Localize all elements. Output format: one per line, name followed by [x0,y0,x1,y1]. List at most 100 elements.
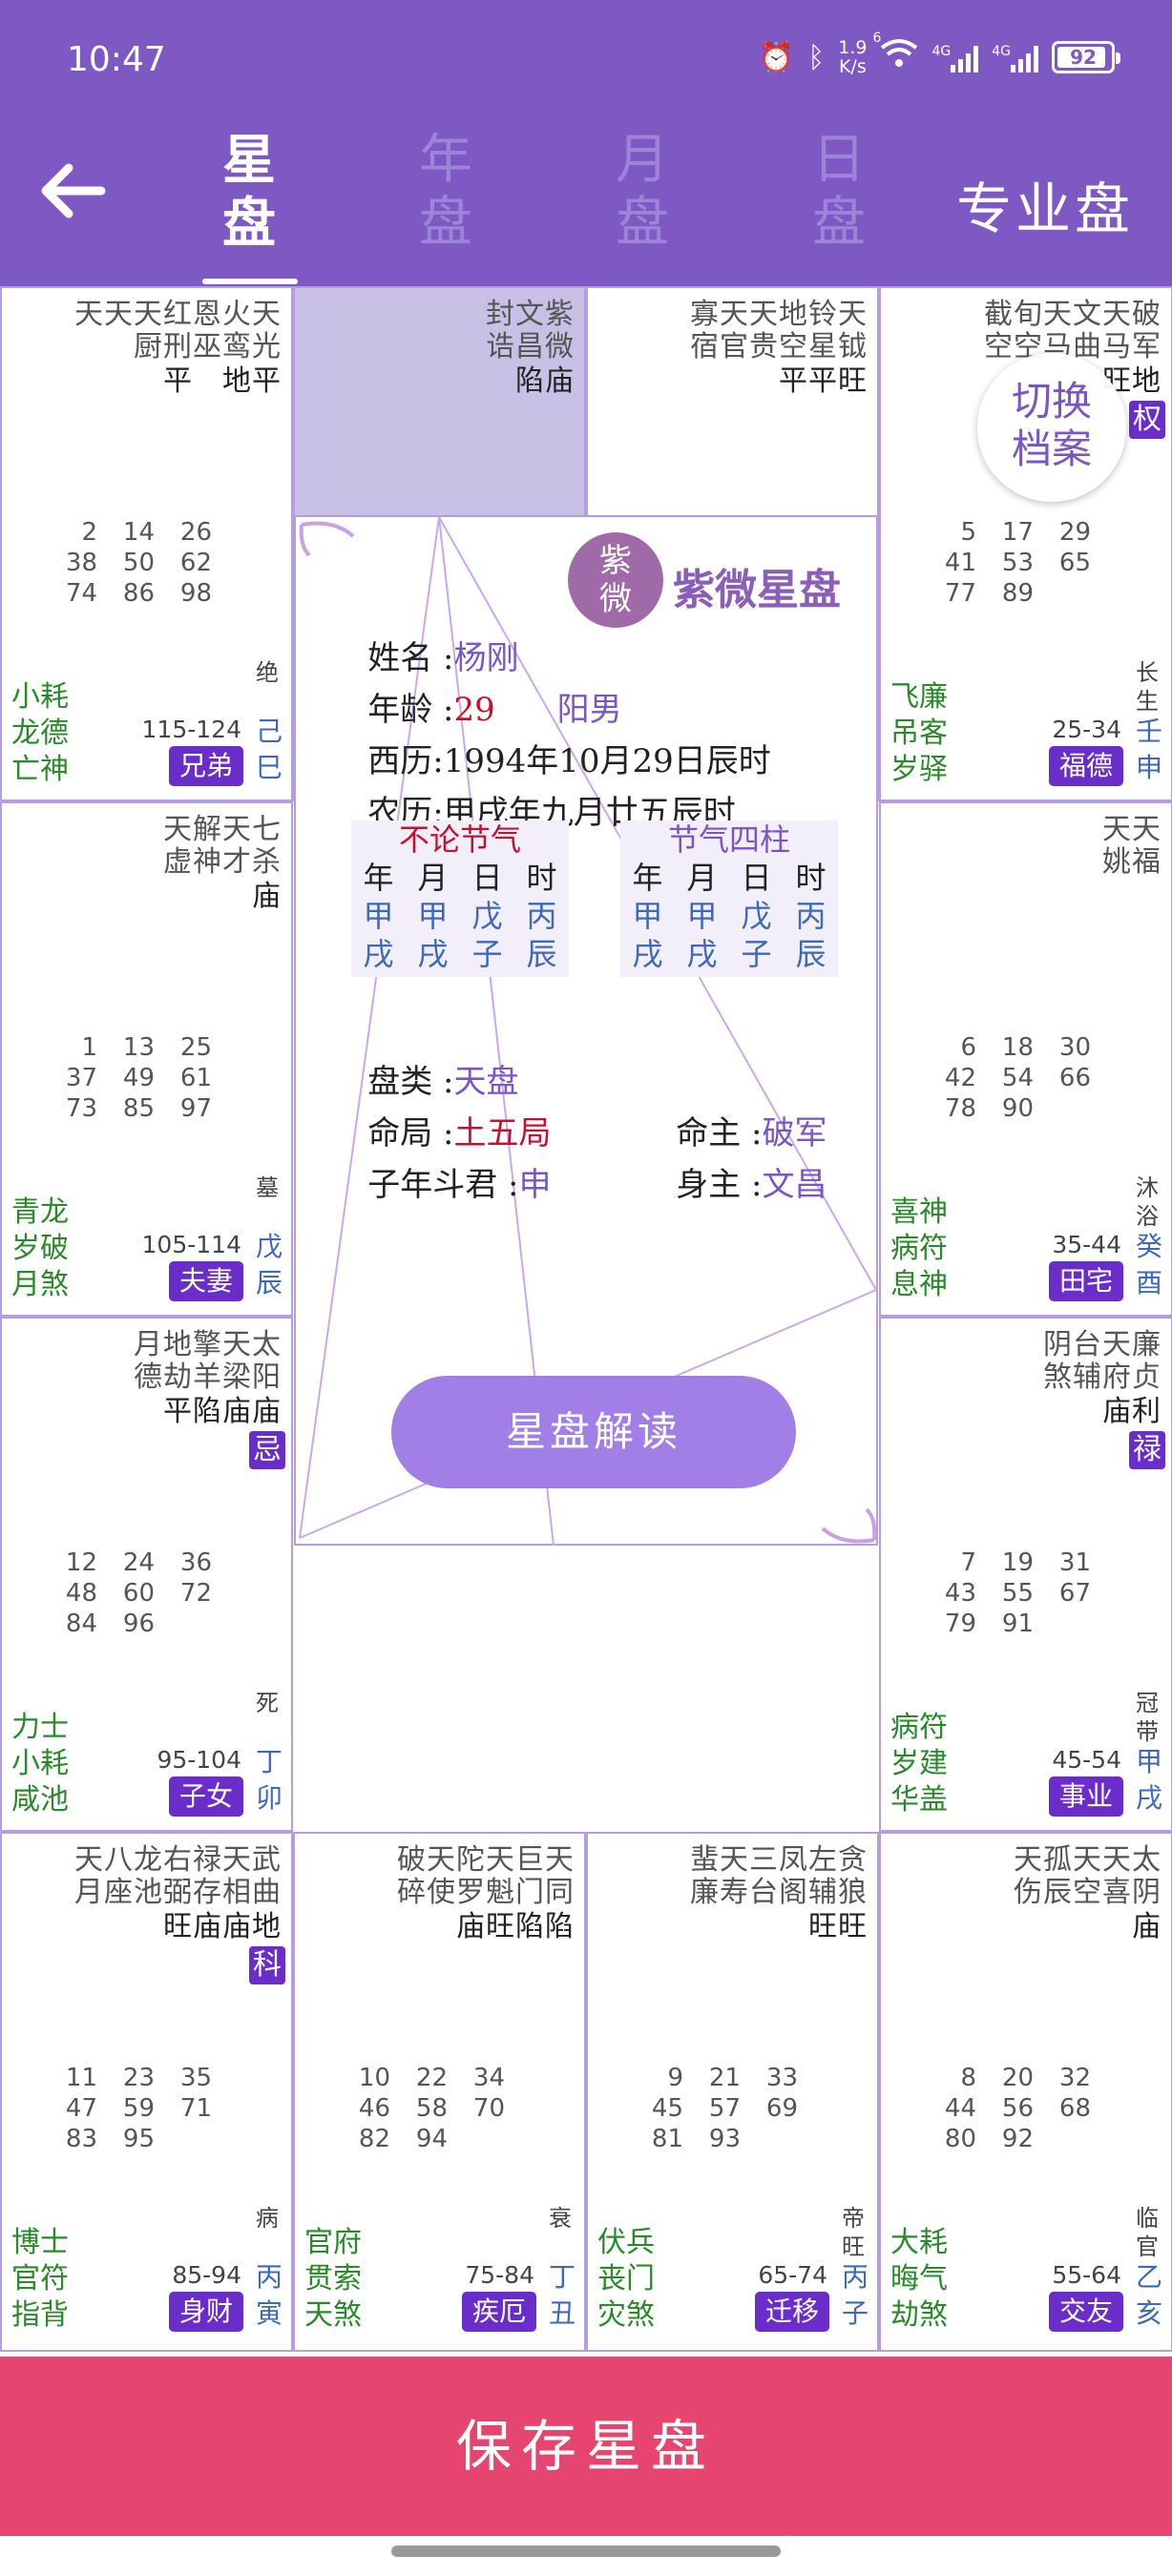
save-chart-button[interactable]: 保存星盘 [0,2357,1172,2536]
pillar-stem: 甲 [363,898,394,934]
tab-star-chart-line2: 盘 [222,192,276,255]
palace-stem-branch: 甲戌 [1135,1744,1163,1817]
life-stage: 绝 [256,659,279,686]
age-number [1034,2124,1091,2154]
god-name: 月煞 [11,1268,69,1301]
solar-row: 西历:1994年10月29日辰时 [326,696,771,820]
tab-star-chart[interactable]: 星 盘 [206,129,292,255]
age-number: 41 [944,549,976,577]
age-number: 57 [708,2094,741,2123]
age-number: 9 [667,2064,683,2092]
palace-stars-line1: 天天 [1102,813,1162,846]
palace-stem: 丁 [255,1746,283,1777]
palace-name-badge[interactable]: 身财 [169,2292,243,2332]
status-icons: ⏰ ᛒ 1.9 K/s 6 4G 4G 92 [759,31,1120,76]
palace-name-badge[interactable]: 交友 [1049,2292,1123,2332]
palace-name-badge[interactable]: 福德 [1049,746,1123,786]
god-name: 咸池 [11,1783,69,1817]
switch-file-button[interactable]: 切换 档案 [977,353,1126,502]
palace-branch: 卯 [255,1782,283,1814]
name-label: 姓名 [367,639,433,677]
age-number [1034,1093,1091,1124]
palace-name-badge[interactable]: 疾厄 [462,2292,536,2332]
pillar-head: 时 [795,860,827,896]
age-number: 34 [472,2064,505,2092]
palace-name-badge[interactable]: 事业 [1049,1776,1123,1817]
palace-name-badge[interactable]: 迁移 [755,2292,829,2332]
bluetooth-icon: ᛒ [807,40,826,74]
chart-type-label: 盘类 [367,1063,433,1101]
palace-stem-branch: 癸酉 [1135,1229,1163,1301]
life-stage: 临官 [1136,2205,1159,2260]
palace-gods: 病符岁建华盖 [890,1710,948,1818]
solar-value: 1994年10月29日辰时 [443,742,771,780]
app-header: 10:47 ⏰ ᛒ 1.9 K/s 6 4G 4G 92 星 盘 年 [0,0,1172,286]
life-stage: 衰 [549,2205,572,2232]
palace-stars-line1: 封文紫 [486,298,575,331]
pillar-head: 月 [686,860,718,896]
interpret-chart-button[interactable]: 星盘解读 [391,1376,796,1488]
palace-gods: 喜神病符息神 [890,1195,948,1303]
transformation-badge: 权 [1129,401,1165,439]
age-number: 20 [1001,2064,1034,2092]
battery-level: 92 [1070,46,1097,69]
battery-fill [1057,47,1105,68]
lunar-colon: : [432,794,444,832]
age-number: 13 [122,1033,155,1062]
name-colon: : [443,639,454,677]
tab-day-chart[interactable]: 日 盘 [796,129,882,255]
pillar-branch: 子 [471,936,503,972]
pro-chart-button[interactable]: 专业盘 [955,177,1134,241]
age-number [448,2124,505,2154]
back-arrow-icon[interactable] [34,153,120,239]
pillars-right-stems: 甲甲戊丙 [620,897,838,935]
shen-label: 身主 [676,1166,742,1204]
palace-name-badge[interactable]: 子女 [169,1776,243,1817]
decade-range: 115-124 [141,716,241,743]
tab-month-chart[interactable]: 月 盘 [599,129,685,255]
palace-stem-branch: 丁丑 [548,2259,576,2332]
age-number: 19 [1001,1548,1034,1577]
life-stage: 沐浴 [1136,1174,1159,1230]
god-name: 飞廉 [890,680,948,714]
god-name: 丧门 [597,2262,655,2296]
palace-name-badge[interactable]: 田宅 [1049,1261,1123,1301]
palace-name-badge[interactable]: 兄弟 [169,746,243,786]
age-number: 61 [179,1064,212,1092]
palace-stars-line1: 蜚天三凤左贪 [690,1843,868,1877]
age-number: 60 [122,1579,155,1608]
palace-stem-branch: 丙子 [841,2259,869,2332]
age-number: 92 [1001,2125,1034,2153]
palace-branch: 辰 [255,1267,283,1298]
palace-name-badge[interactable]: 夫妻 [169,1261,243,1301]
age-number: 95 [122,2125,155,2153]
pillars-left-branches: 戌戌子辰 [351,935,569,973]
palace-stars-line1: 天天天红恩火天 [74,298,282,331]
palace-branch: 寅 [255,2297,283,2329]
tab-year-chart[interactable]: 年 盘 [403,129,489,255]
palace-stem: 壬 [1135,716,1162,747]
solar-colon: : [432,742,444,780]
age-number: 11 [65,2064,97,2092]
decade-range: 75-84 [465,2261,534,2289]
